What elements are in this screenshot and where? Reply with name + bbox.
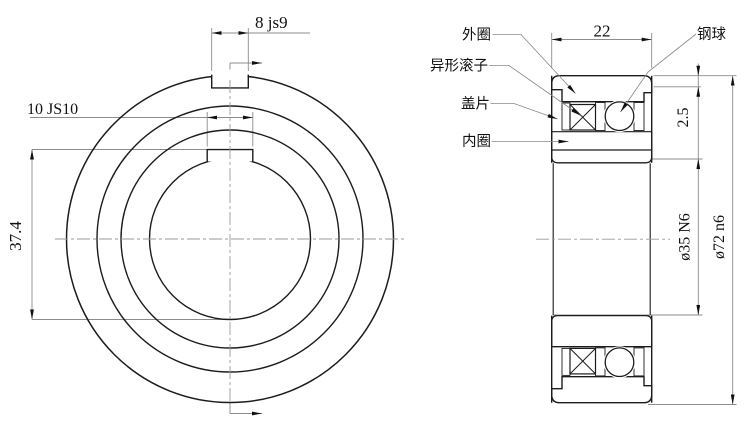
outer-keyway-mask [212,69,248,88]
cage-section [633,347,645,377]
section-bottom-half [551,314,653,404]
dim-outer-diameter: ø72 n6 [711,215,728,259]
label-inner-ring: 内圈 [462,133,491,150]
raceway-groove-mask [603,100,636,133]
steel-ball-section [604,101,635,132]
leader-steel-ball [620,33,697,113]
front-view: 8 js9 10 JS10 37.4 [6,13,406,416]
profiled-roller-section [569,103,597,131]
ring-side-faces [551,315,653,403]
label-shield: 盖片 [461,96,490,113]
inner-ring-section-bottom [551,314,653,348]
leader-profiled-roller [489,65,581,116]
label-outer-ring: 外圈 [462,27,491,44]
label-steel-ball: 钢球 [697,26,726,43]
label-leaders [489,33,697,144]
dim-section-width: 22 [594,22,611,41]
steel-ball-section [604,347,635,378]
profiled-roller-section [569,347,597,375]
roller-cross [569,348,596,375]
outer-ring-section-bottom [551,376,653,404]
inner-ring-section-top [551,131,653,151]
ring-side-faces [551,75,653,163]
shield-section [561,347,571,376]
cage-section [633,102,645,131]
roller-box [569,347,597,375]
leader-shield [490,103,558,120]
dim-bore-keyway-width: 10 JS10 [27,101,78,118]
roller-box [569,103,597,131]
dim-keyway-width: 8 js9 [255,13,288,32]
dim-bore-diameter: ø35 N6 [677,213,694,261]
roller-cross [569,104,596,131]
raceway-groove-mask [603,346,636,379]
label-profiled-roller: 异形滚子 [430,58,488,75]
section-view: 22 2.5 ø35 N6 ø72 n6 外圈 异形滚子 盖片 内圈 钢球 [430,22,737,405]
front-dimension-lines [30,28,310,416]
dim-keyway-depth: 37.4 [6,221,25,251]
leader-outer-ring [492,34,576,94]
keyway-bore-strip-top [551,150,653,164]
dim-shoulder-depth: 2.5 [675,108,692,128]
